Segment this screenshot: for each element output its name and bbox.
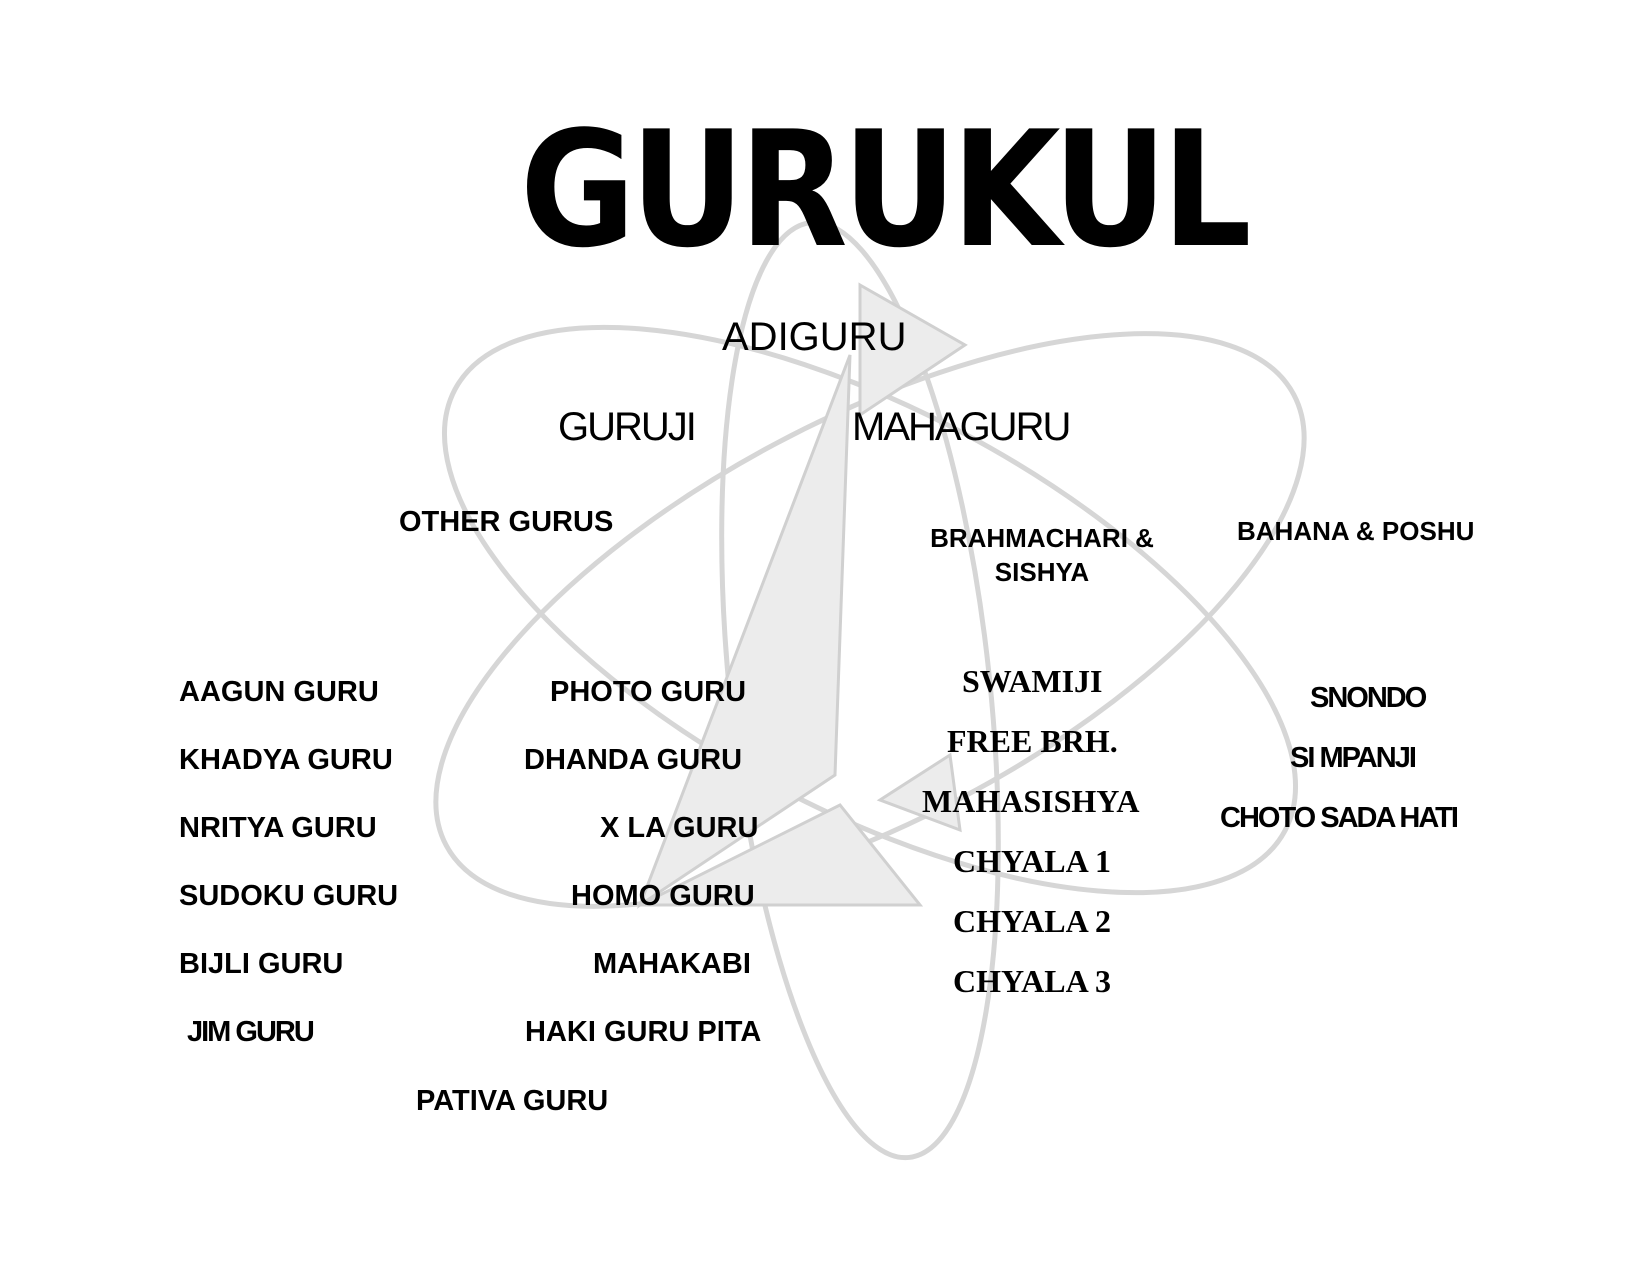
list-item: SNONDO	[1310, 682, 1427, 714]
list-item: NRITYA GURU	[179, 812, 377, 844]
list-item: CHYALA 2	[953, 903, 1111, 939]
list-item: SUDOKU GURU	[179, 880, 399, 912]
root-node-adiguru: ADIGURU	[722, 315, 907, 359]
node-mahaguru: MAHAGURU	[852, 405, 1071, 449]
list-item: HOMO GURU	[571, 880, 755, 912]
list-item: CHYALA 3	[953, 963, 1111, 999]
list-item: DHANDA GURU	[524, 744, 743, 776]
group-brahmachari-sishya: BRAHMACHARI & SISHYA	[912, 522, 1172, 590]
group-brahmachari-line2: SISHYA	[994, 556, 1090, 587]
list-item: MAHAKABI	[593, 948, 751, 980]
node-guruji: GURUJI	[558, 405, 697, 449]
list-item: JIM GURU	[187, 1016, 315, 1048]
list-item: KHADYA GURU	[179, 744, 393, 776]
list-item: PATIVA GURU	[416, 1085, 609, 1117]
group-other-gurus: OTHER GURUS	[399, 506, 614, 538]
list-item: BIJLI GURU	[179, 948, 344, 980]
page-title: GURUKUL	[520, 96, 1252, 283]
list-item: SWAMIJI	[962, 663, 1103, 699]
list-item: SI MPANJI	[1290, 742, 1417, 774]
list-item: CHYALA 1	[953, 843, 1111, 879]
group-brahmachari-line1: BRAHMACHARI &	[930, 523, 1154, 553]
list-item: HAKI GURU PITA	[525, 1016, 762, 1048]
list-item: MAHASISHYA	[922, 783, 1140, 819]
list-item: AAGUN GURU	[179, 676, 379, 708]
list-item: CHOTO SADA HATI	[1220, 802, 1459, 834]
group-bahana-poshu: BAHANA & POSHU	[1237, 516, 1475, 546]
list-item: X LA GURU	[600, 812, 759, 844]
list-item: PHOTO GURU	[550, 676, 747, 708]
list-item: FREE BRH.	[947, 723, 1118, 759]
